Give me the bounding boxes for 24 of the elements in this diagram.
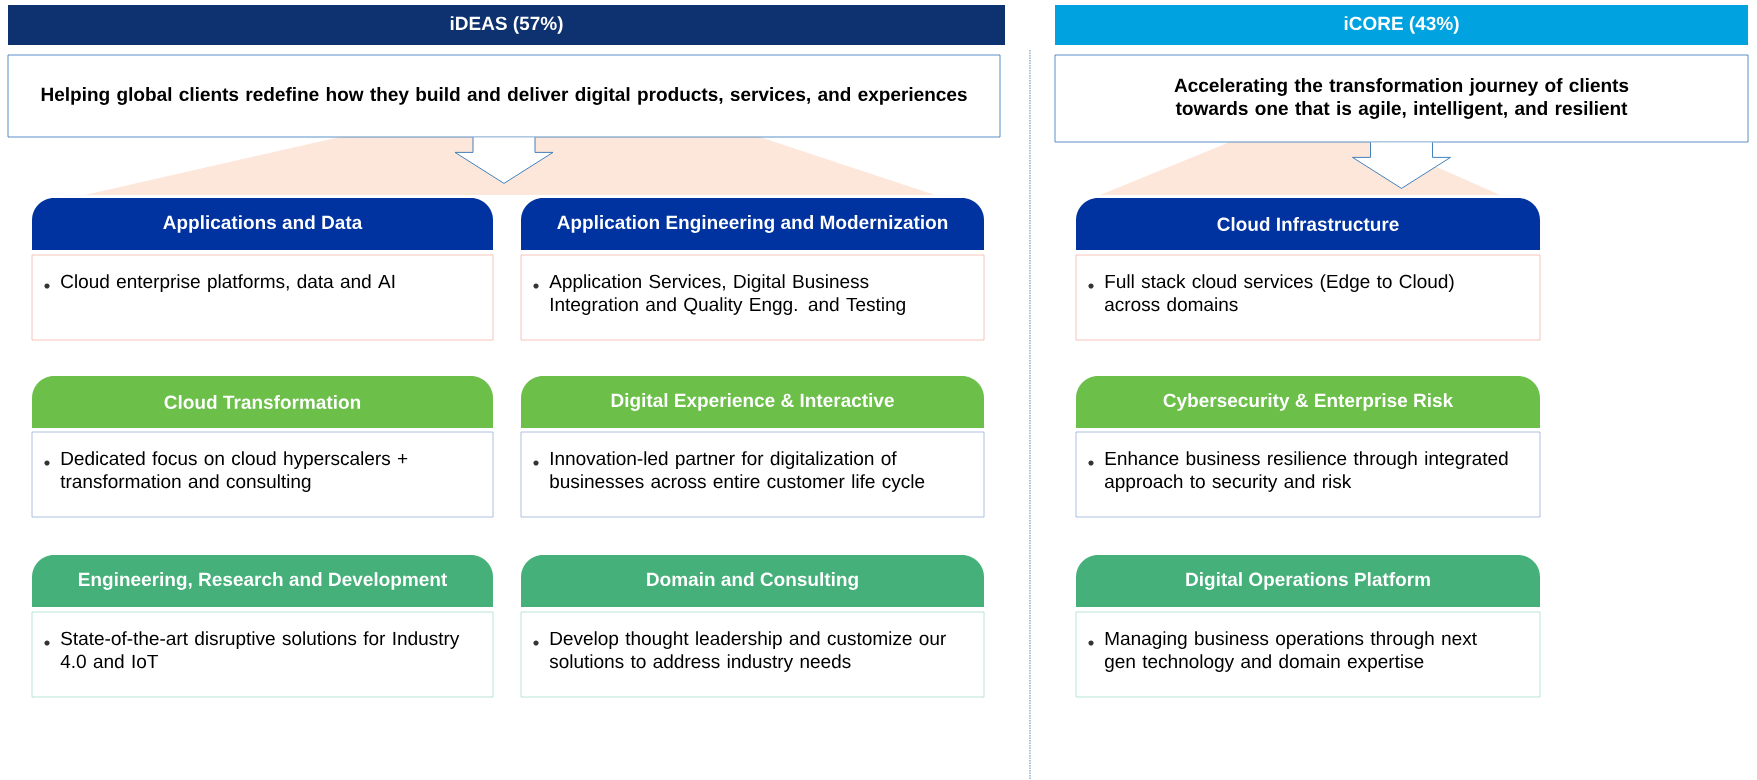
card-header: Domain and Consulting <box>521 555 984 607</box>
card-header: Cloud Transformation <box>32 376 493 428</box>
card-body: Managing business operations through next gen technology and domain expertise <box>1075 611 1541 698</box>
block-arrow <box>1352 141 1451 189</box>
block-arrow <box>454 136 554 184</box>
card-body: Dedicated focus on cloud hyperscalers + transformation and consulting <box>31 431 494 518</box>
card-header: Application Engineering and Modernization <box>521 198 984 250</box>
card-body: Innovation-led partner for digitalization of businesses across entire customer life cycle <box>520 431 985 518</box>
statement-box: Accelerating the transformation journey of clients towards one that is agile, intelligent, and resilient <box>1054 54 1749 143</box>
card-header: Applications and Data <box>32 198 493 250</box>
card-header: Engineering, Research and Development <box>32 555 493 607</box>
card-body: Cloud enterprise platforms, data and AI <box>31 254 494 341</box>
card-header: Digital Operations Platform <box>1076 555 1540 607</box>
card-body: Application Services, Digital Business Integration and Quality Engg. and Testing <box>520 254 985 341</box>
header-bar: iDEAS (57%) <box>8 5 1005 45</box>
header-bar: iCORE (43%) <box>1055 5 1748 45</box>
statement-box: Helping global clients redefine how they build and deliver digital products, services, and experiences <box>7 54 1001 138</box>
card-header: Cybersecurity & Enterprise Risk <box>1076 376 1540 428</box>
card-header: Digital Experience & Interactive <box>521 376 984 428</box>
card-body: Full stack cloud services (Edge to Cloud) across domains <box>1075 254 1541 341</box>
card-body: Develop thought leadership and customize our solutions to address industry needs <box>520 611 985 698</box>
card-body: State-of-the-art disruptive solutions for Industry 4.0 and IoT <box>31 611 494 698</box>
card-body: Enhance business resilience through integrated approach to security and risk <box>1075 431 1541 518</box>
card-header: Cloud Infrastructure <box>1076 198 1540 250</box>
